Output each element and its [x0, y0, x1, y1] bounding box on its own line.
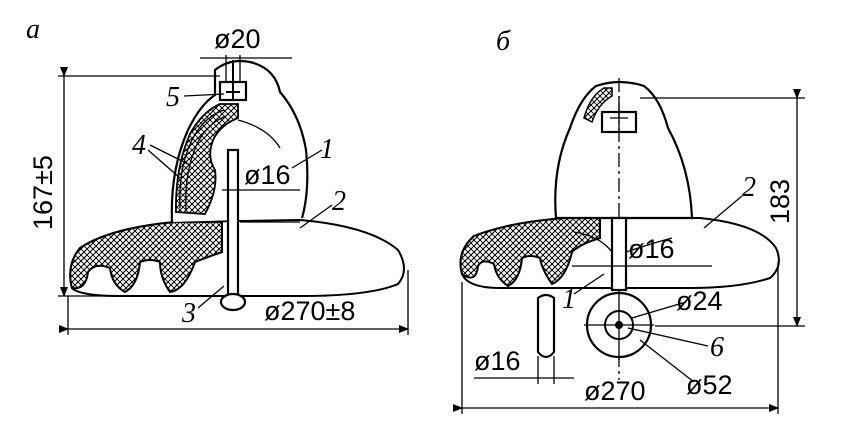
b-disc-inner [573, 231, 673, 253]
a-callout-4: 4 [132, 130, 146, 161]
b-leader-2 [703, 195, 743, 229]
a-leader-2 [299, 204, 333, 229]
b-dim-d16-label: ø16 [628, 234, 675, 264]
figure-a: ø20 167±5 ø16 ø270±8 а 1 2 3 4 5 [26, 14, 409, 335]
b-cap-hatch [583, 87, 613, 124]
b-dim-tongue-label: ø16 [474, 346, 521, 376]
b-tongue [536, 293, 556, 359]
a-panel-label: а [26, 14, 40, 45]
a-leader-3 [197, 285, 225, 309]
b-leader-1 [573, 273, 605, 295]
a-layer-line-2 [185, 115, 227, 211]
a-cap-cement [175, 103, 239, 215]
b-dim-height-label: 183 [765, 179, 795, 224]
b-dim-d270-label: ø270 [584, 376, 646, 406]
a-leader-1 [291, 149, 323, 169]
a-dim-d20-label: ø20 [214, 24, 261, 54]
b-leader-6 [627, 327, 709, 347]
a-dim-height-label: 167±5 [28, 155, 58, 230]
a-callout-2: 2 [332, 186, 346, 217]
figure-b: 183 ø16 ø24 ø52 ø16 ø270 б 1 2 6 [453, 26, 805, 414]
a-pin [226, 148, 240, 300]
b-dim-d52-label: ø52 [686, 370, 733, 400]
b-dim-d52-leader [639, 339, 695, 383]
b-dim-d24-label: ø24 [676, 286, 723, 316]
b-eye-cross [584, 290, 654, 360]
a-leader-4b [149, 144, 191, 166]
a-pin-ball [219, 292, 247, 312]
b-pin [610, 216, 628, 292]
b-dim-d24-leader [631, 301, 687, 319]
b-callout-2: 2 [742, 172, 756, 203]
a-dim-d270-label: ø270±8 [264, 296, 355, 326]
a-callout-3: 3 [181, 298, 196, 329]
b-cap [554, 80, 694, 220]
a-leader-4a [147, 149, 181, 179]
a-disc-section [69, 221, 223, 294]
a-socket-pin [226, 60, 240, 100]
b-callout-6: 6 [710, 332, 724, 363]
a-inner-line [237, 119, 281, 149]
a-callout-5: 5 [166, 82, 180, 113]
b-panel-label: б [496, 26, 511, 57]
a-dim-d16-label: ø16 [244, 160, 291, 190]
a-leader-5 [183, 93, 225, 97]
a-callout-1: 1 [320, 134, 334, 165]
b-callout-1: 1 [562, 284, 576, 315]
a-layer-line-1 [179, 109, 225, 209]
b-disc-section [459, 217, 601, 288]
